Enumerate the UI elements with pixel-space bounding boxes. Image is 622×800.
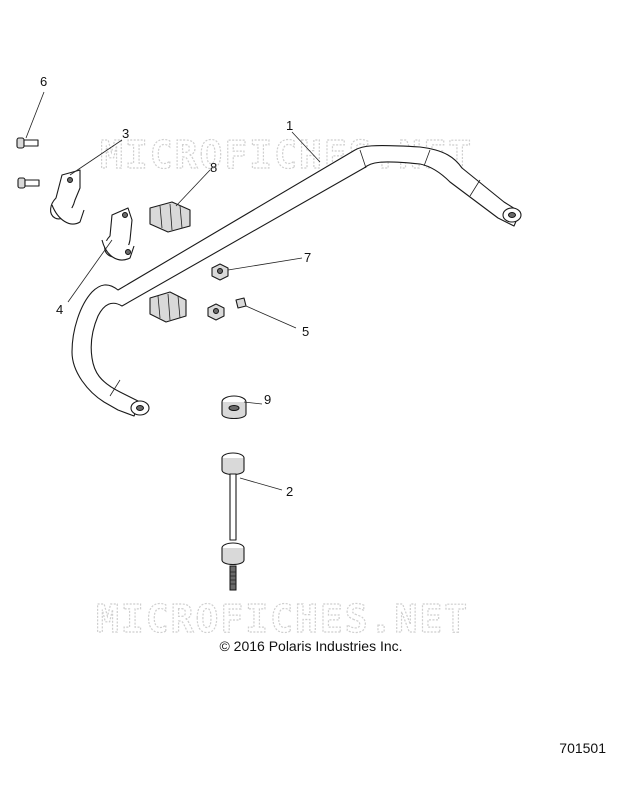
stabilizer-bar <box>71 145 522 417</box>
copyright-notice: © 2016 Polaris Industries Inc. <box>219 638 403 654</box>
leader-2 <box>239 477 283 491</box>
leader-3 <box>69 139 123 176</box>
leader-9 <box>243 401 263 405</box>
clamp-bracket-upper <box>50 169 85 225</box>
link-rod <box>221 452 245 591</box>
leader-5 <box>245 305 297 329</box>
leader-1 <box>291 131 321 163</box>
leader-6 <box>25 91 45 139</box>
link-bushing <box>221 395 247 420</box>
bolt-lower <box>17 177 40 189</box>
leader-8 <box>175 169 211 207</box>
leader-4 <box>67 239 113 303</box>
grease-fitting <box>235 297 247 309</box>
document-number: 701501 <box>559 740 606 756</box>
leader-7 <box>227 257 303 271</box>
callout-8: 8 <box>210 160 217 175</box>
nut-upper <box>211 263 229 281</box>
callout-3: 3 <box>122 126 129 141</box>
bushing-upper <box>149 201 191 233</box>
nut-lower <box>207 303 225 321</box>
callout-9: 9 <box>264 392 271 407</box>
callout-4: 4 <box>56 302 63 317</box>
callout-5: 5 <box>302 324 309 339</box>
callout-7: 7 <box>304 250 311 265</box>
watermark-bottom: MICROFICHES.NET <box>96 597 469 641</box>
callout-6: 6 <box>40 74 47 89</box>
callout-2: 2 <box>286 484 293 499</box>
clamp-bracket-lower <box>101 207 135 261</box>
bolt-upper <box>16 137 39 149</box>
callout-1: 1 <box>286 118 293 133</box>
bushing-lower <box>149 291 187 323</box>
